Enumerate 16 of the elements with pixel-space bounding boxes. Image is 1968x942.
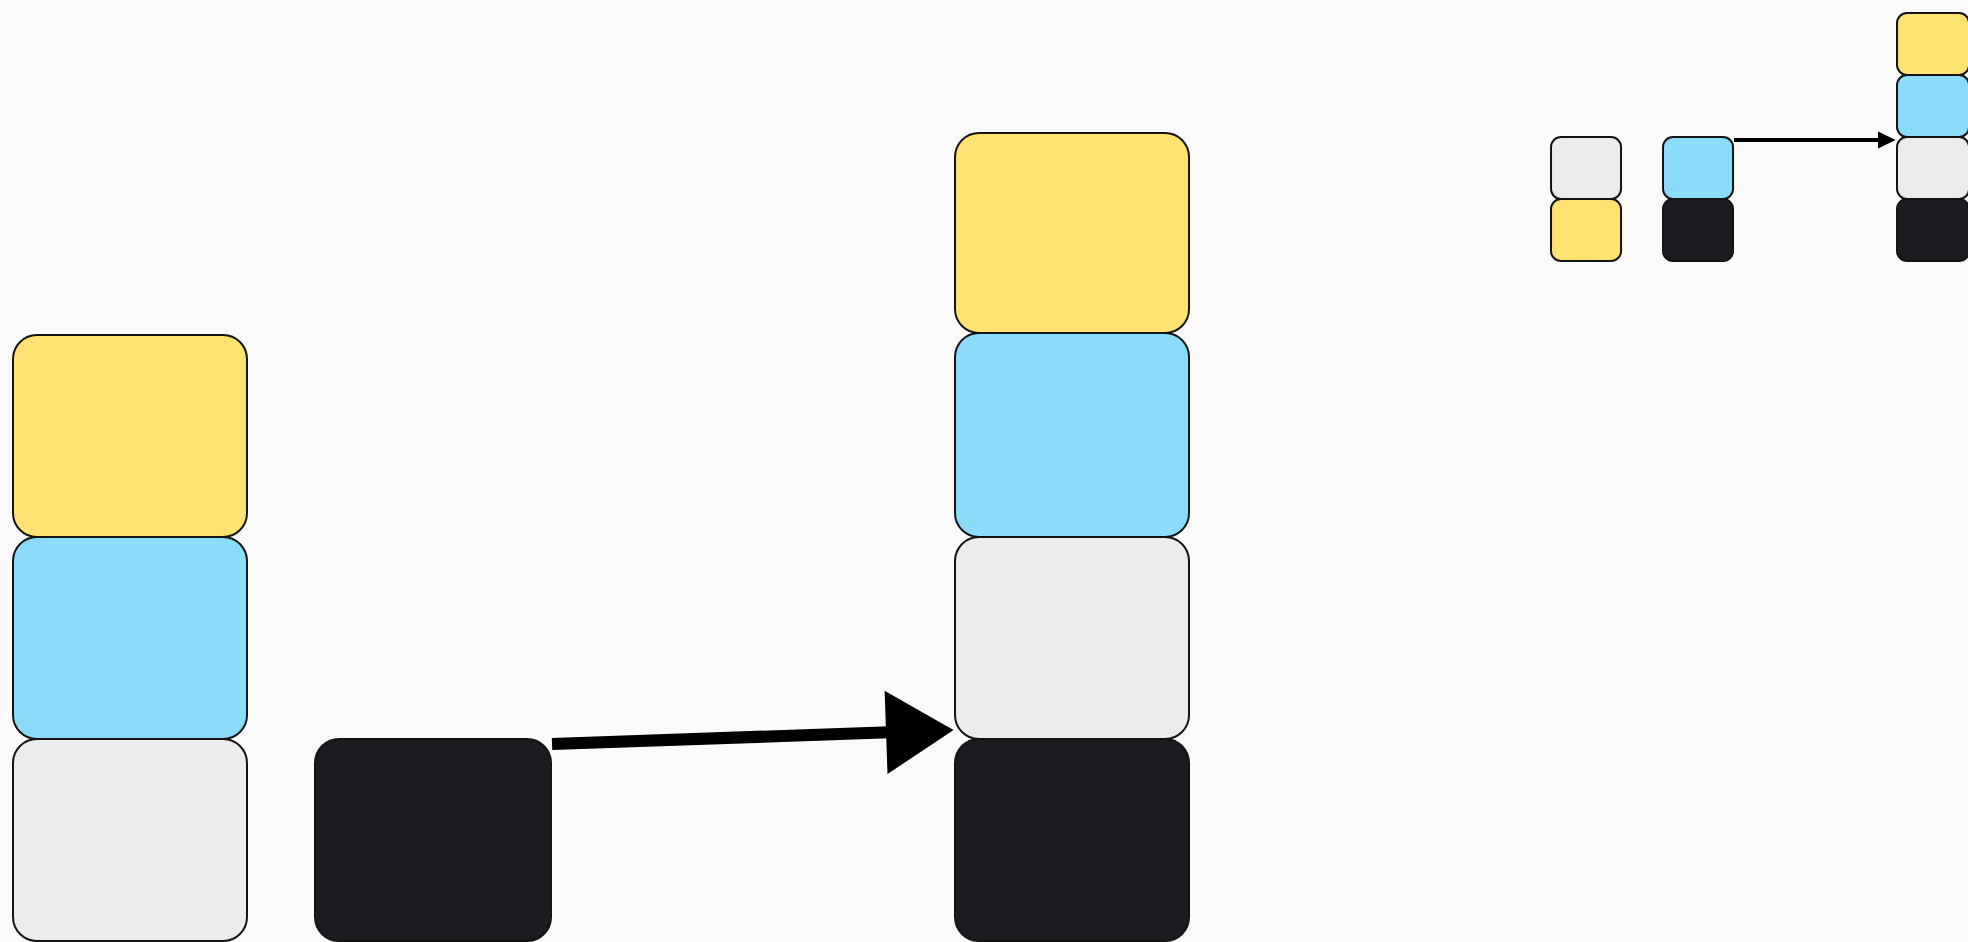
block	[954, 738, 1190, 942]
block	[1896, 12, 1968, 76]
block	[954, 132, 1190, 334]
block	[1896, 136, 1968, 200]
block	[12, 334, 248, 538]
block	[1896, 74, 1968, 138]
block	[12, 536, 248, 740]
block	[1662, 136, 1735, 200]
block	[1550, 136, 1622, 200]
block	[1662, 198, 1735, 262]
block	[1550, 198, 1622, 262]
block	[954, 332, 1190, 538]
block	[954, 536, 1190, 740]
block	[314, 738, 552, 942]
block	[1896, 198, 1968, 262]
block	[12, 738, 248, 942]
